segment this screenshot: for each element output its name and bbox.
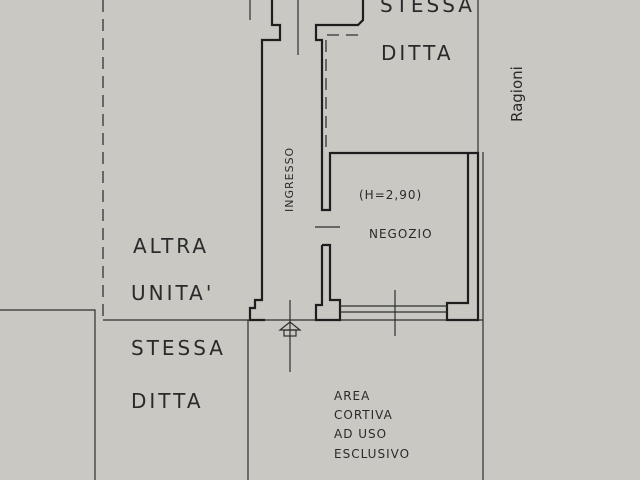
corridor-right-wall-lower — [314, 243, 342, 322]
yard-label-line: CORTIVA — [334, 408, 393, 422]
yard-label-line: AREA — [334, 389, 370, 403]
room-label: NEGOZIO — [369, 227, 433, 241]
street-label: Ragioni — [508, 66, 526, 122]
height-label: (H=2,90) — [359, 188, 422, 202]
bottom-left-label-ditta: DITTA — [131, 389, 204, 413]
top-label-ditta: DITTA — [381, 41, 454, 65]
entrance-arrow-base — [283, 329, 297, 337]
adjacent-lot-outline — [0, 309, 96, 480]
bottom-left-label-stessa: STESSA — [131, 336, 226, 360]
yard-label-line: AD USO — [334, 427, 387, 441]
yard-label-line: ESCLUSIVO — [334, 447, 410, 461]
corridor-label: INGRESSO — [283, 147, 296, 212]
left-label-unita: UNITA' — [131, 281, 214, 305]
left-label-altra: ALTRA — [133, 234, 209, 258]
corridor-right-wall-upper — [314, 0, 365, 212]
corridor-left-wall — [248, 0, 282, 322]
top-label-stessa: STESSA — [380, 0, 475, 17]
